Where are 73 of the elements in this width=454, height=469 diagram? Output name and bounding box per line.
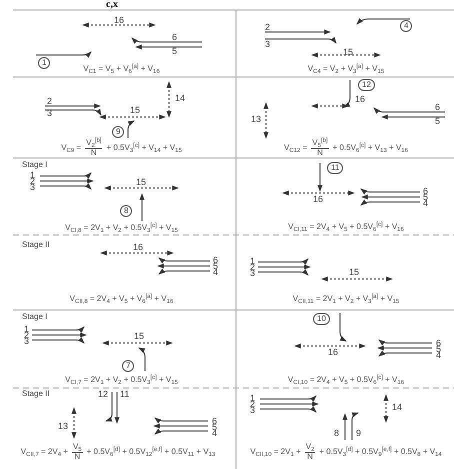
circled-movement-number: 4 bbox=[400, 20, 412, 32]
fraction-denominator: N bbox=[90, 148, 97, 158]
movement-number: 6 bbox=[435, 103, 440, 112]
movement-number: 13 bbox=[58, 422, 68, 431]
circled-movement-number: 11 bbox=[327, 162, 344, 174]
movement-number: 9 bbox=[356, 429, 362, 438]
circled-movement-number: 12 bbox=[358, 79, 375, 91]
formula: V$_{C12}$ = bbox=[284, 143, 308, 152]
movement-number: 8 bbox=[334, 429, 340, 438]
circled-movement-number: 10 bbox=[313, 313, 330, 325]
stage-heading: Stage II bbox=[22, 390, 50, 398]
formula: + 0.5V$_{6}$$^{[d]}$ + 0.5V$_{12}$$^{[e,f]}$ + 0.5V$_{11}$ + V$_{13}$ bbox=[86, 447, 216, 456]
movement-number: 15 bbox=[343, 48, 354, 57]
movement-number: 2 bbox=[265, 23, 270, 32]
movement-number: 2 bbox=[47, 97, 52, 106]
movement-number: 6 bbox=[172, 33, 178, 42]
fraction-numerator: V$_{2}$ bbox=[304, 443, 316, 453]
circled-movement-number: 7 bbox=[122, 360, 134, 372]
stage-heading: Stage I bbox=[22, 313, 48, 321]
movement-number: 4 bbox=[436, 351, 442, 360]
fraction-numerator: V$_{5}$ bbox=[72, 443, 83, 453]
movement-number: 5 bbox=[423, 193, 428, 202]
circled-movement-number: 8 bbox=[120, 205, 132, 217]
movement-number: 5 bbox=[213, 262, 218, 271]
circled-movement-number: 9 bbox=[112, 126, 124, 138]
formula: V$_{C9}$ = bbox=[61, 143, 82, 152]
movement-number: 3 bbox=[24, 337, 30, 346]
movement-number: 3 bbox=[250, 406, 256, 415]
formula: V$_{CII,11}$ = 2V$_{1}$ + V$_{2}$ + V$_{3}$$^{[a]}$ + V$_{15}$ bbox=[292, 294, 400, 303]
circled-movement-number: 1 bbox=[38, 57, 50, 69]
formula: V$_{C4}$ = V$_{2}$ + V$_{3}$$^{[a]}$ + V$_{15}$ bbox=[308, 64, 384, 73]
movement-number: 15 bbox=[136, 178, 146, 187]
movement-number: 14 bbox=[392, 403, 402, 412]
movement-number: 15 bbox=[134, 332, 144, 341]
movement-number: 16 bbox=[328, 348, 338, 357]
movement-number: 16 bbox=[355, 95, 366, 104]
movement-number: 3 bbox=[250, 269, 256, 278]
movement-number: 11 bbox=[120, 390, 130, 399]
title: c,x bbox=[106, 0, 118, 10]
formula: V$_{CI,11}$ = 2V$_{4}$ + V$_{5}$ + 0.5V$_{6}$$^{[c]}$ + V$_{16}$ bbox=[288, 222, 404, 231]
formula: V$_{CII,10}$ = 2V$_{1}$ + bbox=[250, 447, 301, 456]
movement-number: 3 bbox=[30, 183, 36, 192]
movement-number: 5 bbox=[436, 345, 442, 354]
movement-number: 15 bbox=[349, 268, 360, 277]
movement-number: 4 bbox=[423, 199, 428, 208]
formula: V$_{CI,10}$ = 2V$_{4}$ + V$_{5}$ + 0.5V$_{6}$$^{[c]}$ + V$_{16}$ bbox=[288, 375, 404, 384]
fraction-denominator: N bbox=[307, 452, 313, 462]
movement-number: 13 bbox=[251, 115, 262, 124]
movement-number: 4 bbox=[213, 268, 218, 277]
movement-number: 5 bbox=[435, 117, 440, 126]
stage-heading: Stage II bbox=[22, 241, 50, 249]
formula: V$_{CI,8}$ = 2V$_{1}$ + V$_{2}$ + 0.5V$_{3}$$^{[c]}$ + V$_{15}$ bbox=[65, 223, 178, 232]
movement-number: 3 bbox=[47, 109, 52, 118]
movement-number: 12 bbox=[98, 390, 108, 399]
formula: V$_{CII,7}$ = 2V$_{4}$ + bbox=[20, 447, 68, 456]
stage-heading: Stage I bbox=[22, 161, 48, 169]
formula: V$_{CI,7}$ = 2V$_{1}$ + V$_{2}$ + 0.5V$_{3}$$^{[c]}$ + V$_{15}$ bbox=[65, 375, 178, 384]
fraction-denominator: N bbox=[317, 148, 323, 158]
movement-number: 14 bbox=[175, 94, 186, 103]
movement-number: 16 bbox=[133, 243, 144, 252]
formula: V$_{C1}$ = V$_{5}$ + V$_{6}$$^{[a]}$ + V$_{16}$ bbox=[83, 64, 160, 73]
movement-number: 4 bbox=[212, 429, 218, 438]
movement-number: 5 bbox=[172, 47, 178, 56]
formula: V$_{CII,8}$ = 2V$_{4}$ + V$_{5}$ + V$_{6}$$^{[a]}$ + V$_{16}$ bbox=[70, 294, 174, 303]
formula: + 0.5V$_{6}$$^{[c]}$ + V$_{13}$ + V$_{16}$ bbox=[332, 143, 408, 152]
movement-number: 3 bbox=[265, 40, 270, 49]
movement-number: 15 bbox=[130, 106, 140, 115]
formula: + 0.5V$_{3}$$^{[d]}$ + 0.5V$_{9}$$^{[e,f]}$ + 0.5V$_{8}$ + V$_{14}$ bbox=[319, 447, 442, 456]
movement-number: 16 bbox=[114, 16, 124, 25]
fraction-denominator: N bbox=[74, 452, 80, 462]
formula: + 0.5V$_{3}$$^{[c]}$ + V$_{14}$ + V$_{15}$ bbox=[106, 143, 182, 152]
movement-number: 5 bbox=[212, 423, 218, 432]
movement-number: 16 bbox=[313, 195, 324, 204]
